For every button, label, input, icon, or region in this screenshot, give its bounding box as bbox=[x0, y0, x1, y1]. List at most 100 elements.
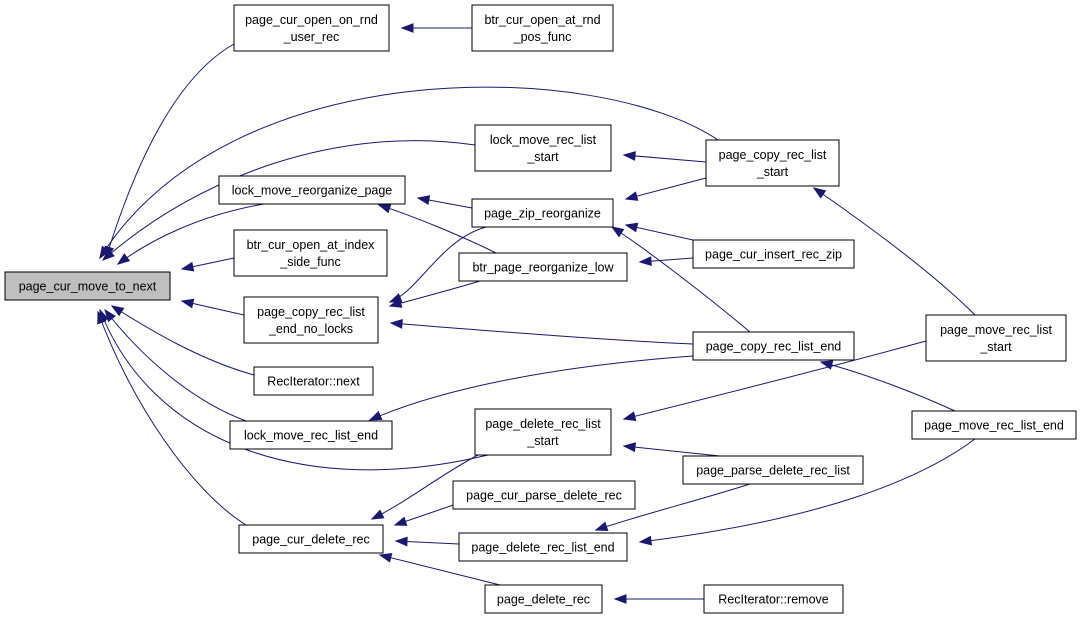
node-label: lock_move_rec_list_end bbox=[244, 429, 378, 443]
arrowhead bbox=[377, 203, 392, 214]
node-btr-index[interactable]: btr_cur_open_at_index _side_func bbox=[233, 229, 388, 277]
edge-line bbox=[595, 483, 751, 531]
edge-line bbox=[623, 445, 721, 457]
edge-copy_start-to-zip_reorg bbox=[624, 177, 707, 201]
edge-btr_rnd-to-open_rnd bbox=[400, 23, 472, 33]
node-parse-del-rec[interactable]: page_cur_parse_delete_rec bbox=[452, 480, 636, 510]
edge-insert_zip-to-zip_reorg bbox=[624, 222, 694, 241]
edge-copy_start-to-root bbox=[99, 86, 719, 260]
arrowhead bbox=[812, 187, 827, 199]
node-label: page_copy_rec_list bbox=[719, 148, 827, 162]
edge-move_end-to-del_end bbox=[638, 438, 976, 546]
arrowhead bbox=[389, 318, 403, 329]
arrowhead bbox=[393, 516, 408, 526]
node-box bbox=[243, 296, 379, 344]
arrowhead bbox=[624, 191, 639, 201]
arrowhead bbox=[370, 509, 385, 520]
edge-line bbox=[97, 311, 247, 526]
node-move-start[interactable]: page_move_rec_list_start bbox=[925, 314, 1067, 362]
node-box bbox=[474, 124, 612, 172]
edge-line bbox=[369, 355, 694, 421]
edge-cur_del_rec-to-root bbox=[97, 310, 247, 526]
edge-line bbox=[378, 204, 497, 254]
node-label: page_delete_rec_list bbox=[485, 417, 601, 431]
node-copy-start[interactable]: page_copy_rec_list_start bbox=[705, 139, 840, 187]
node-label: RecIterator::remove bbox=[718, 593, 829, 607]
edge-insert_zip-to-btr_reorg_low bbox=[638, 256, 694, 267]
node-label: page_copy_rec_list_end bbox=[706, 340, 842, 354]
node-box bbox=[692, 331, 855, 361]
node-copy-end-nl[interactable]: page_copy_rec_list_end_no_locks bbox=[243, 296, 379, 344]
edge-btr_reorg_low-to-copy_end_nl bbox=[388, 280, 481, 308]
arrowhead bbox=[622, 151, 636, 161]
node-del-start[interactable]: page_delete_rec_list_start bbox=[474, 408, 612, 456]
arrowhead bbox=[610, 226, 625, 238]
arrowhead bbox=[613, 594, 627, 604]
node-box bbox=[218, 175, 406, 205]
node-move-end[interactable]: page_move_rec_list_end bbox=[911, 410, 1077, 440]
edge-rec_next-to-root bbox=[110, 305, 255, 376]
node-lock-move-start[interactable]: lock_move_rec_list_start bbox=[474, 124, 612, 172]
node-box bbox=[682, 455, 864, 485]
node-del-rec[interactable]: page_delete_rec bbox=[484, 584, 603, 614]
edge-btr_index-to-root bbox=[180, 257, 235, 272]
edge-line bbox=[813, 187, 976, 316]
node-box bbox=[692, 239, 855, 269]
node-box bbox=[925, 314, 1067, 362]
node-label: _side_func bbox=[279, 255, 340, 269]
arrowhead bbox=[116, 253, 131, 265]
node-label: page_cur_open_on_rnd bbox=[245, 13, 378, 27]
arrowhead bbox=[388, 298, 403, 308]
node-root[interactable]: page_cur_move_to_next bbox=[4, 271, 171, 301]
edge-line bbox=[99, 86, 719, 259]
node-parse-del-list[interactable]: page_parse_delete_rec_list bbox=[682, 455, 864, 485]
node-zip-reorg[interactable]: page_zip_reorganize bbox=[471, 198, 614, 228]
node-box bbox=[4, 271, 171, 301]
edge-line bbox=[611, 226, 751, 333]
node-rec-remove[interactable]: RecIterator::remove bbox=[703, 584, 844, 614]
arrowhead bbox=[594, 521, 609, 531]
edge-line bbox=[623, 340, 927, 420]
arrowhead bbox=[378, 553, 393, 563]
node-lock-reorg[interactable]: lock_move_reorganize_page bbox=[218, 175, 406, 205]
arrowhead bbox=[638, 535, 653, 546]
node-label: page_move_rec_list_end bbox=[924, 419, 1064, 433]
node-open-rnd[interactable]: page_cur_open_on_rnd_user_rec bbox=[233, 4, 390, 52]
node-label: page_move_rec_list bbox=[940, 323, 1052, 337]
node-cur-del-rec[interactable]: page_cur_delete_rec bbox=[238, 524, 384, 554]
node-label: RecIterator::next bbox=[267, 375, 360, 389]
node-label: page_cur_delete_rec bbox=[252, 533, 369, 547]
edge-move_start-to-copy_start bbox=[812, 187, 976, 316]
edge-line bbox=[390, 322, 694, 345]
edge-del_end-to-cur_del_rec bbox=[394, 536, 460, 547]
node-btr-rnd[interactable]: btr_cur_open_at_rnd_pos_func bbox=[471, 4, 614, 52]
arrowhead bbox=[99, 245, 111, 260]
node-copy-end[interactable]: page_copy_rec_list_end bbox=[692, 331, 855, 361]
edge-line bbox=[639, 438, 976, 543]
edge-copy_end_nl-to-root bbox=[180, 298, 245, 316]
edge-line bbox=[371, 454, 479, 520]
node-del-end[interactable]: page_delete_rec_list_end bbox=[458, 532, 628, 562]
node-lock-move-end[interactable]: lock_move_rec_list_end bbox=[229, 420, 393, 450]
edge-line bbox=[625, 177, 707, 200]
node-box bbox=[911, 410, 1077, 440]
node-label: btr_cur_open_at_index bbox=[247, 238, 376, 252]
edge-line bbox=[104, 309, 247, 422]
node-label: page_cur_parse_delete_rec bbox=[466, 489, 622, 503]
node-label: page_copy_rec_list bbox=[257, 305, 365, 319]
edge-lock_reorg-to-root bbox=[116, 203, 265, 265]
node-label: page_cur_move_to_next bbox=[19, 280, 157, 294]
node-box bbox=[474, 408, 612, 456]
arrowhead bbox=[416, 195, 431, 205]
node-btr-reorg-low[interactable]: btr_page_reorganize_low bbox=[458, 252, 628, 282]
node-box bbox=[705, 139, 840, 187]
edge-lock_move_end-to-root bbox=[104, 308, 247, 422]
node-label: page_parse_delete_rec_list bbox=[696, 464, 850, 478]
node-insert-zip[interactable]: page_cur_insert_rec_zip bbox=[692, 239, 855, 269]
node-rec-next[interactable]: RecIterator::next bbox=[253, 366, 374, 396]
node-box bbox=[458, 252, 628, 282]
node-label: page_delete_rec_list_end bbox=[471, 541, 614, 555]
arrowhead bbox=[400, 23, 414, 33]
arrowhead bbox=[624, 222, 639, 233]
edge-zip_reorg-to-lock_reorg bbox=[416, 195, 473, 209]
